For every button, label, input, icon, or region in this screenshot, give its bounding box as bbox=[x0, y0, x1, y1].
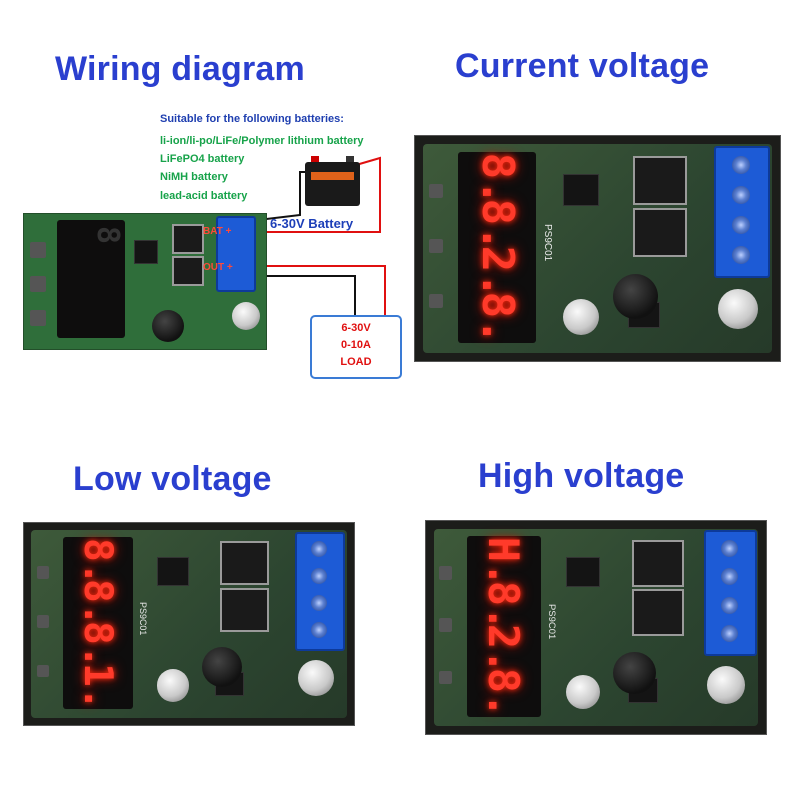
button bbox=[30, 276, 46, 292]
load-box: 6-30V 0-10A LOAD bbox=[310, 315, 402, 379]
battery-item: LiFePO4 battery bbox=[160, 153, 245, 165]
out-label: OUT bbox=[203, 262, 225, 273]
chip bbox=[563, 174, 599, 206]
wiring-pcb: 8 bbox=[23, 213, 267, 350]
load-negative-wire bbox=[258, 275, 356, 318]
load-label: LOAD bbox=[340, 356, 372, 368]
current-voltage-photo: 8.8.2.8. PS9C01 bbox=[414, 135, 781, 362]
load-positive-wire bbox=[258, 265, 386, 322]
battery-item: NiMH battery bbox=[160, 171, 228, 183]
mosfet bbox=[632, 589, 684, 636]
load-current: 0-10A bbox=[341, 339, 371, 351]
bat-label: BAT bbox=[203, 226, 223, 237]
screw bbox=[732, 186, 750, 204]
silkscreen-label: PS9C01 bbox=[545, 604, 557, 640]
bat-terminal-label: BAT + bbox=[203, 226, 231, 237]
button bbox=[429, 239, 443, 253]
battery-list-heading: Suitable for the following batteries: bbox=[160, 113, 344, 125]
current-voltage-title: Current voltage bbox=[455, 47, 710, 85]
bat-plus: + bbox=[225, 226, 232, 237]
button bbox=[36, 615, 50, 629]
screw bbox=[311, 568, 328, 585]
low-voltage-title: Low voltage bbox=[73, 460, 272, 498]
button bbox=[30, 242, 46, 258]
capacitor bbox=[563, 299, 599, 335]
screw bbox=[311, 621, 328, 639]
button bbox=[36, 664, 50, 678]
battery-label: 6-30V Battery bbox=[270, 216, 354, 231]
screw bbox=[720, 596, 738, 614]
inductor bbox=[201, 646, 243, 688]
screw bbox=[311, 541, 328, 558]
button bbox=[439, 670, 453, 684]
button bbox=[439, 566, 453, 580]
battery-item: lead-acid battery bbox=[160, 190, 248, 202]
chip bbox=[134, 240, 158, 264]
inductor bbox=[613, 651, 657, 695]
screw bbox=[720, 625, 738, 643]
out-plus: + bbox=[226, 262, 233, 273]
terminal-block bbox=[714, 146, 770, 278]
pcb-board: 8.8.2.8. PS9C01 bbox=[423, 144, 772, 353]
screw bbox=[720, 540, 738, 558]
display-digit: 8. bbox=[479, 668, 529, 719]
mosfet bbox=[633, 156, 687, 205]
capacitor bbox=[566, 675, 601, 710]
led-display: 8 bbox=[57, 220, 125, 338]
inductor bbox=[152, 310, 184, 342]
mosfet bbox=[219, 540, 269, 586]
mosfet bbox=[172, 256, 204, 286]
led-display: 8.8.8.1. bbox=[62, 537, 133, 710]
display-digit: 8. bbox=[472, 291, 524, 345]
capacitor bbox=[718, 289, 758, 329]
silkscreen-label: PS9C01 bbox=[542, 224, 553, 262]
battery-image bbox=[305, 156, 360, 206]
capacitor bbox=[707, 665, 746, 704]
terminal-block bbox=[294, 531, 346, 651]
terminal-block bbox=[703, 530, 757, 656]
terminal-block bbox=[216, 216, 256, 292]
mosfet bbox=[632, 539, 684, 587]
pcb-board: H.8.2.8. PS9C01 bbox=[433, 528, 759, 727]
mosfet bbox=[172, 224, 204, 254]
silkscreen-label: PS9C01 bbox=[137, 601, 148, 636]
led-display: H.8.2.8. bbox=[466, 536, 541, 718]
screw bbox=[311, 595, 328, 612]
led-display: 8.8.2.8. bbox=[458, 152, 536, 344]
screw bbox=[732, 216, 750, 234]
battery-positive-wire bbox=[258, 156, 381, 233]
mosfet bbox=[633, 208, 687, 257]
capacitor bbox=[298, 660, 335, 697]
button bbox=[439, 618, 453, 632]
capacitor bbox=[156, 669, 190, 702]
capacitor bbox=[232, 302, 260, 330]
high-voltage-title: High voltage bbox=[478, 457, 685, 495]
low-voltage-photo: 8.8.8.1. PS9C01 bbox=[23, 522, 355, 726]
wiring-diagram-title: Wiring diagram bbox=[55, 50, 305, 88]
button bbox=[36, 566, 50, 579]
battery-item: li-ion/li-po/LiFe/Polymer lithium batter… bbox=[160, 135, 364, 147]
button bbox=[429, 294, 443, 308]
screw bbox=[732, 246, 750, 264]
out-terminal-label: OUT + bbox=[203, 262, 233, 273]
inductor bbox=[613, 274, 658, 319]
button bbox=[429, 184, 443, 198]
load-voltage: 6-30V bbox=[341, 322, 371, 334]
screw bbox=[732, 156, 750, 174]
display-digit: 1. bbox=[75, 662, 122, 711]
mosfet bbox=[219, 587, 269, 633]
pcb-board: 8.8.8.1. PS9C01 bbox=[31, 530, 347, 718]
screw bbox=[720, 568, 738, 586]
chip bbox=[156, 557, 190, 587]
high-voltage-photo: H.8.2.8. PS9C01 bbox=[425, 520, 767, 735]
chip bbox=[566, 556, 601, 588]
button bbox=[30, 310, 46, 326]
